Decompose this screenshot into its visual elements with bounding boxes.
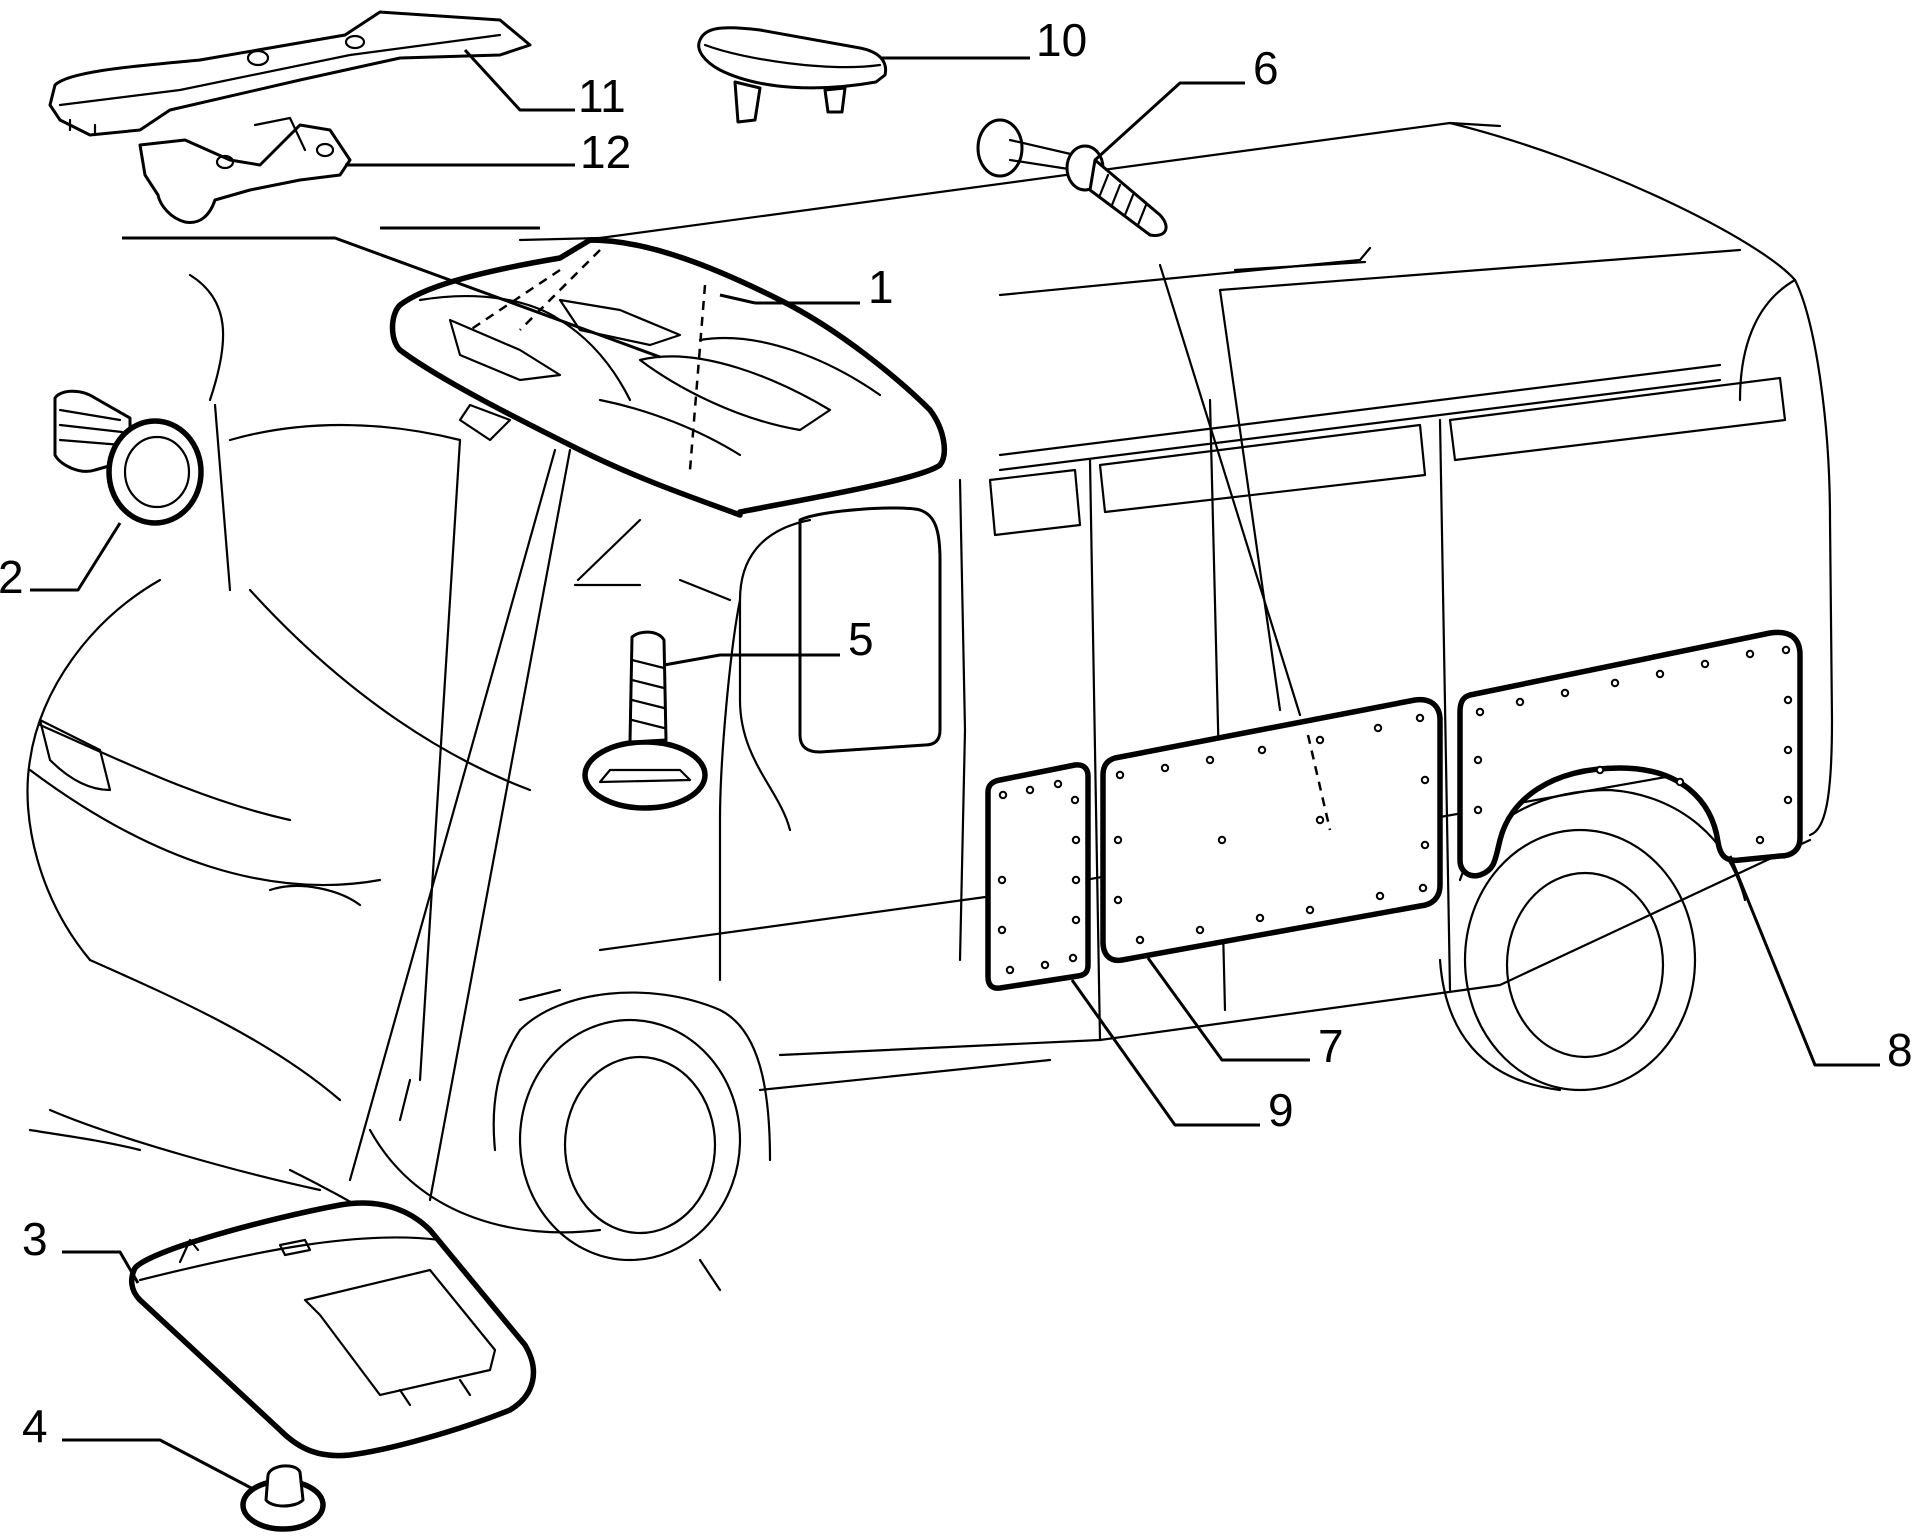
part-6-expansion-rivet [976,118,1168,238]
fastener-hole [997,925,1007,935]
part-4-knob [240,1464,326,1532]
fastener-hole [1005,965,1015,975]
fastener-hole [1755,835,1765,845]
part-7-middle-side-panel [1100,696,1443,964]
fastener-hole [1420,840,1430,850]
callout-8: 8 [1887,1024,1913,1076]
fastener-hole [1475,707,1485,717]
part-10-cover-cap [697,26,888,124]
fastener-hole [1783,795,1793,805]
fastener-hole [1115,770,1125,780]
leader-lines [30,48,1880,1492]
fastener-hole [1071,835,1081,845]
fastener-hole [1257,745,1267,755]
callout-11: 11 [578,70,626,122]
fastener-hole [997,875,1007,885]
fastener-hole [1315,815,1325,825]
fastener-hole [1070,795,1080,805]
fastener-hole [1255,913,1265,923]
part-12-small-bracket [138,116,352,225]
fastener-hole [1315,735,1325,745]
fastener-hole [1068,953,1078,963]
fastener-hole [1071,875,1081,885]
fastener-hole [1025,785,1035,795]
fastener-hole [1515,697,1525,707]
fastener-hole [1135,935,1145,945]
fastener-hole [1783,745,1793,755]
callout-7: 7 [1318,1020,1344,1072]
fastener-hole [1040,960,1050,970]
fastener-hole [1160,763,1170,773]
fastener-hole [1053,779,1063,789]
fastener-hole [1113,835,1123,845]
fastener-hole [1205,755,1215,765]
fastener-hole [1473,755,1483,765]
callout-1: 1 [868,261,894,313]
fastener-hole [1610,678,1620,688]
part-9-front-side-panel [985,762,1091,991]
part-5-screw-fastener [582,630,708,811]
part-8-rear-side-panel [1457,629,1803,879]
fastener-hole [1375,891,1385,901]
fastener-hole [1420,775,1430,785]
fastener-hole [1418,883,1428,893]
fastener-hole [1113,895,1123,905]
fastener-hole [1783,695,1793,705]
panel-fastener-holes [997,645,1793,975]
fastener-hole [1473,805,1483,815]
callout-6: 6 [1253,42,1279,94]
part-2-push-clip [53,389,204,526]
callout-labels: 1 2 3 4 5 6 7 8 9 10 11 12 [0,14,1913,1452]
part-1-roof-lining [389,237,948,518]
fastener-hole [998,790,1008,800]
fastener-hole [1373,723,1383,733]
callout-10: 10 [1036,14,1087,66]
fastener-hole [1700,659,1710,669]
part-11-bracket [48,10,532,137]
fastener-hole [1305,905,1315,915]
fastener-hole [1071,915,1081,925]
callout-5: 5 [848,613,874,665]
callout-2: 2 [0,551,24,603]
fastener-hole [1217,835,1227,845]
callout-9: 9 [1268,1084,1294,1136]
fastener-hole [1781,645,1791,655]
fastener-hole [1195,925,1205,935]
fastener-hole [1595,765,1605,775]
fastener-hole [1675,777,1685,787]
callout-3: 3 [22,1213,48,1265]
fastener-hole [1655,669,1665,679]
part-3-lamp-housing [128,1200,537,1459]
callout-4: 4 [22,1400,48,1452]
fastener-hole [1560,688,1570,698]
fastener-hole [1415,713,1425,723]
fastener-hole [1745,649,1755,659]
callout-12: 12 [580,126,631,178]
